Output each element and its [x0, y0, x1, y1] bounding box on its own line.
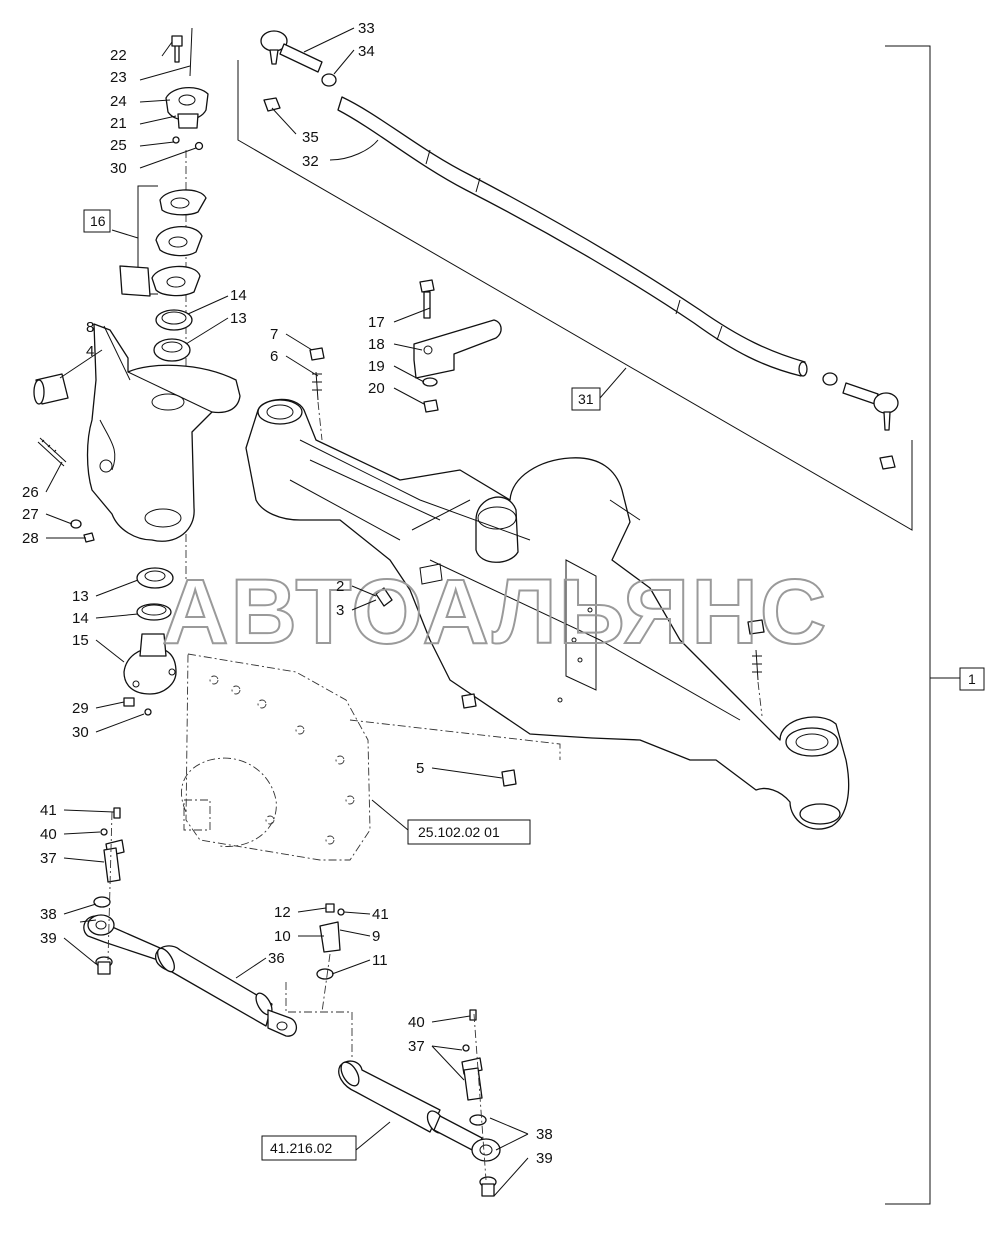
ref-box-31[interactable]: 31 [571, 387, 601, 411]
callout-4: 4 [86, 343, 94, 360]
steering-cylinder-ref [338, 1060, 501, 1162]
callout-11: 11 [372, 952, 388, 969]
callout-2: 2 [336, 578, 344, 595]
ref-box-final-drive[interactable]: 25.102.02 01 [407, 819, 531, 845]
callout-24: 24 [110, 93, 127, 110]
callout-40-left: 40 [40, 826, 57, 843]
pin-3 [375, 587, 393, 607]
callout-14-bottom: 14 [72, 610, 89, 627]
ref-label-31: 31 [578, 391, 594, 407]
callout-38-right: 38 [536, 1126, 553, 1143]
seal-ring-14-bottom [136, 603, 172, 621]
washer-38-39-right [469, 1114, 497, 1197]
callout-28: 28 [22, 530, 39, 547]
callout-37-left: 37 [40, 850, 57, 867]
pin-37-right [461, 1009, 483, 1101]
tie-rod-nut-34 [321, 73, 337, 87]
callout-27: 27 [22, 506, 39, 523]
callout-8: 8 [86, 319, 94, 336]
final-drive-reference [181, 653, 561, 861]
callout-labels: 22 23 24 21 25 30 33 34 35 32 14 13 8 4 … [22, 20, 553, 1167]
bearing-13-top [153, 338, 191, 362]
callout-37-right: 37 [408, 1038, 425, 1055]
kingpin-bolt-22 [171, 35, 183, 63]
callout-35: 35 [302, 129, 319, 146]
callout-21: 21 [110, 115, 127, 132]
assembly-bracket-1 [885, 45, 960, 1205]
callout-17: 17 [368, 314, 385, 331]
callout-39-left: 39 [40, 930, 57, 947]
pin-37-left [100, 807, 125, 883]
callout-13-top: 13 [230, 310, 247, 327]
tie-rod-nut-35 [263, 97, 281, 112]
tie-rod [337, 96, 808, 377]
callout-29: 29 [72, 700, 89, 717]
callout-30-bottom: 30 [72, 724, 89, 741]
bearing-13-bottom [136, 567, 174, 589]
callout-13-bottom: 13 [72, 588, 89, 605]
callout-38-left: 38 [40, 906, 57, 923]
callout-6: 6 [270, 348, 278, 365]
bolt-29-washer-30 [123, 697, 152, 716]
steering-cylinder-36 [83, 914, 297, 1037]
cylinder-pin-center [285, 903, 353, 1060]
ref-label-cylinder: 41.216.02 [270, 1140, 332, 1156]
callout-9: 9 [372, 928, 380, 945]
leader-lines [45, 27, 529, 1197]
callout-10: 10 [274, 928, 291, 945]
callout-20: 20 [368, 380, 385, 397]
stud-26 [37, 437, 67, 467]
washer-25-30 [172, 136, 204, 151]
callout-39-right: 39 [536, 1150, 553, 1167]
assembly-bracket-31 [237, 60, 913, 531]
callout-25: 25 [110, 137, 127, 154]
callout-15: 15 [72, 632, 89, 649]
ref-label-1: 1 [968, 671, 976, 687]
callout-32: 32 [302, 153, 319, 170]
callout-34: 34 [358, 43, 375, 60]
plug-5 [501, 769, 517, 787]
bolt-6-washer-7 [309, 347, 325, 441]
top-cap-24 [165, 87, 209, 129]
axle-housing [245, 398, 850, 830]
seal-ring-14-top [155, 309, 193, 331]
axle-bracket [413, 279, 502, 413]
callout-7: 7 [270, 326, 278, 343]
grease-pin-23 [189, 27, 193, 77]
callout-22: 22 [110, 47, 127, 64]
ref-box-1[interactable]: 1 [959, 667, 985, 691]
ref-box-cylinder[interactable]: 41.216.02 [261, 1135, 357, 1161]
callout-5: 5 [416, 760, 424, 777]
callout-23: 23 [110, 69, 127, 86]
washer-27-nut-28 [70, 519, 95, 543]
callout-26: 26 [22, 484, 39, 501]
callout-33: 33 [358, 20, 375, 37]
ref-label-final-drive: 25.102.02 01 [418, 824, 500, 840]
ref-box-16[interactable]: 16 [83, 209, 111, 233]
callout-40-right: 40 [408, 1014, 425, 1031]
callout-36: 36 [268, 950, 285, 967]
callout-18: 18 [368, 336, 385, 353]
callout-30-top: 30 [110, 160, 127, 177]
tie-rod-end-right [822, 372, 899, 470]
callout-12: 12 [274, 904, 291, 921]
ref-label-16: 16 [90, 213, 106, 229]
callout-41-center: 41 [372, 906, 389, 923]
steering-knuckle [86, 265, 241, 542]
shim-set-16 [111, 185, 207, 297]
watermark-text: АВТОАЛЬЯНС [162, 561, 828, 663]
callout-3: 3 [336, 602, 344, 619]
callout-41-left: 41 [40, 802, 57, 819]
bushing-4 [33, 373, 69, 405]
callout-19: 19 [368, 358, 385, 375]
bottom-cap-15 [123, 633, 177, 695]
callout-14-top: 14 [230, 287, 247, 304]
tie-rod-end-left [260, 30, 323, 73]
axle-bolt-right [747, 619, 765, 717]
